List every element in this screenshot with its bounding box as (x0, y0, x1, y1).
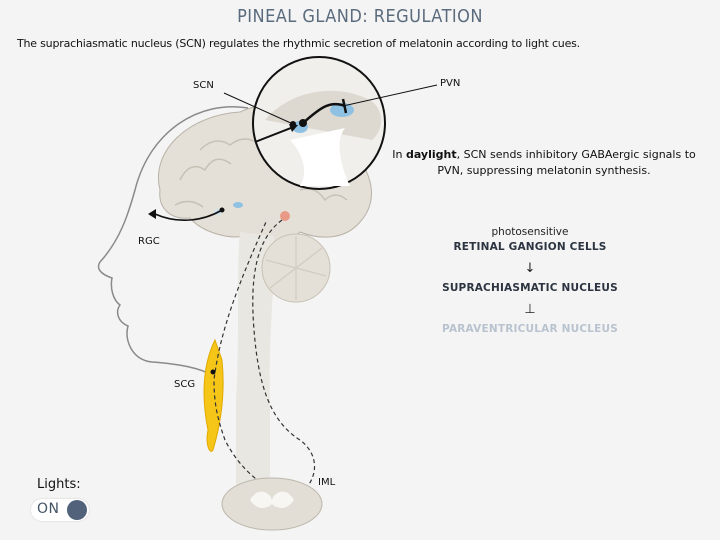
inhibition-icon: ⊥ (524, 302, 536, 317)
brainstem (236, 232, 275, 510)
pineal-gland (280, 211, 290, 221)
lights-toggle[interactable]: ON (31, 499, 89, 521)
pathway-step-pvn: PARAVENTRICULAR NUCLEUS (442, 323, 618, 335)
zoom-arrow-in (254, 125, 297, 143)
scg-ganglion (203, 338, 224, 452)
pathway-flow: photosensitive RETINAL GANGION CELLS ↓ S… (430, 226, 630, 335)
description-emphasis: daylight (405, 148, 457, 161)
pathway-prefix: photosensitive (491, 226, 569, 238)
label-iml: IML (318, 477, 336, 488)
head-outline (97, 106, 249, 381)
label-pvn: PVN (440, 78, 461, 89)
lights-label: Lights: (37, 477, 81, 492)
pathway-step-scn: SUPRACHIASMATIC NUCLEUS (442, 282, 618, 294)
scn-nucleus-small (233, 202, 243, 208)
label-scg: SCG (174, 379, 196, 390)
down-arrow-icon: ↓ (524, 261, 536, 276)
rgc-pathway (154, 209, 223, 221)
scn-leader (223, 92, 294, 125)
description-rest: , SCN sends inhibitory GABAergic signals… (437, 148, 696, 177)
toggle-state-text: ON (37, 501, 60, 517)
sympathetic-pathway (252, 219, 316, 499)
toggle-knob[interactable] (67, 500, 87, 520)
daylight-description: In daylight, SCN sends inhibitory GABAer… (388, 147, 700, 179)
description-prefix: In (392, 148, 406, 161)
page-subtitle: The suprachiasmatic nucleus (SCN) regula… (17, 37, 580, 50)
label-rgc: RGC (138, 236, 160, 247)
pvn-nucleus-zoom (330, 103, 354, 117)
pvn-leader (342, 84, 438, 107)
scn-to-pvn-axon (302, 102, 346, 124)
page-title: PINEAL GLAND: REGULATION (237, 6, 483, 27)
label-scn: SCN (193, 80, 214, 91)
pathway-step-rgc: RETINAL GANGION CELLS (453, 241, 607, 253)
